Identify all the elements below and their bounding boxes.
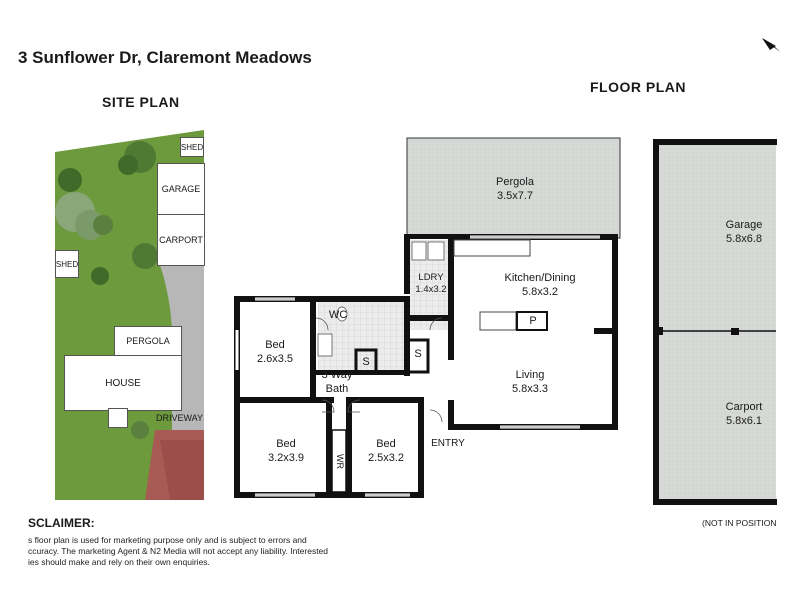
wc-label: WC <box>328 309 348 321</box>
room-garage-size: 5.8x6.8 <box>725 233 763 245</box>
site-driveway-label: DRIVEWAY <box>156 413 204 423</box>
site-house-porch <box>108 408 128 428</box>
room-kitchen-size: 5.8x3.2 <box>521 286 559 298</box>
room-bed3: Bed 2.5x3.2 <box>356 437 416 465</box>
room-carport-size: 5.8x6.1 <box>725 415 763 427</box>
room-carport-name: Carport <box>725 401 763 413</box>
room-pergola-size: 3.5x7.7 <box>496 190 534 202</box>
floor-plan-title: FLOOR PLAN <box>590 79 686 95</box>
room-living: Living 5.8x3.3 <box>490 368 570 396</box>
disclaimer-text: s floor plan is used for marketing purpo… <box>28 535 373 568</box>
shower-label-1: S <box>362 356 370 368</box>
room-bed2-size: 3.2x3.9 <box>267 452 305 464</box>
room-kitchen: Kitchen/Dining 5.8x3.2 <box>490 271 590 299</box>
wardrobe-label: WR <box>335 454 345 469</box>
room-bath-name: 3 Way <box>321 369 353 381</box>
disclaimer-line: ies should make and rely on their own en… <box>28 557 210 567</box>
disclaimer-line: s floor plan is used for marketing purpo… <box>28 535 307 545</box>
room-bath: 3 Way Bath <box>312 368 362 396</box>
room-garage: Garage 5.8x6.8 <box>704 218 784 246</box>
room-garage-name: Garage <box>725 219 763 231</box>
room-bed3-size: 2.5x3.2 <box>367 452 405 464</box>
pantry-label: P <box>529 315 537 327</box>
room-kitchen-name: Kitchen/Dining <box>504 272 576 284</box>
room-laundry: LDRY 1.4x3.2 <box>410 272 452 296</box>
room-bath-sub: Bath <box>325 383 349 395</box>
room-laundry-size: 1.4x3.2 <box>415 284 447 295</box>
site-carport: CARPORT <box>157 214 205 266</box>
room-pergola-name: Pergola <box>496 176 534 188</box>
shower-label-2: S <box>414 348 422 360</box>
room-bed1-name: Bed <box>265 339 285 351</box>
site-pergola: PERGOLA <box>114 326 182 356</box>
tree-icon <box>55 141 158 439</box>
disclaimer-title: SCLAIMER: <box>28 516 95 530</box>
room-laundry-name: LDRY <box>418 272 444 283</box>
room-bed1-size: 2.6x3.5 <box>256 353 294 365</box>
site-shed-top: SHED <box>180 137 204 157</box>
site-shed-left: SHED <box>55 250 79 278</box>
room-living-name: Living <box>515 369 545 381</box>
not-in-position-note: (NOT IN POSITION <box>702 518 777 528</box>
room-carport: Carport 5.8x6.1 <box>704 400 784 428</box>
room-bed1: Bed 2.6x3.5 <box>245 338 305 366</box>
room-pergola: Pergola 3.5x7.7 <box>470 175 560 203</box>
room-living-size: 5.8x3.3 <box>511 383 549 395</box>
room-bed2-name: Bed <box>276 438 296 450</box>
entry-label: ENTRY <box>431 438 465 449</box>
room-bed2: Bed 3.2x3.9 <box>255 437 317 465</box>
room-bed3-name: Bed <box>376 438 396 450</box>
address-title: 3 Sunflower Dr, Claremont Meadows <box>18 48 312 67</box>
disclaimer-line: ccuracy. The marketing Agent & N2 Media … <box>28 546 329 556</box>
site-plan-title: SITE PLAN <box>102 94 180 110</box>
